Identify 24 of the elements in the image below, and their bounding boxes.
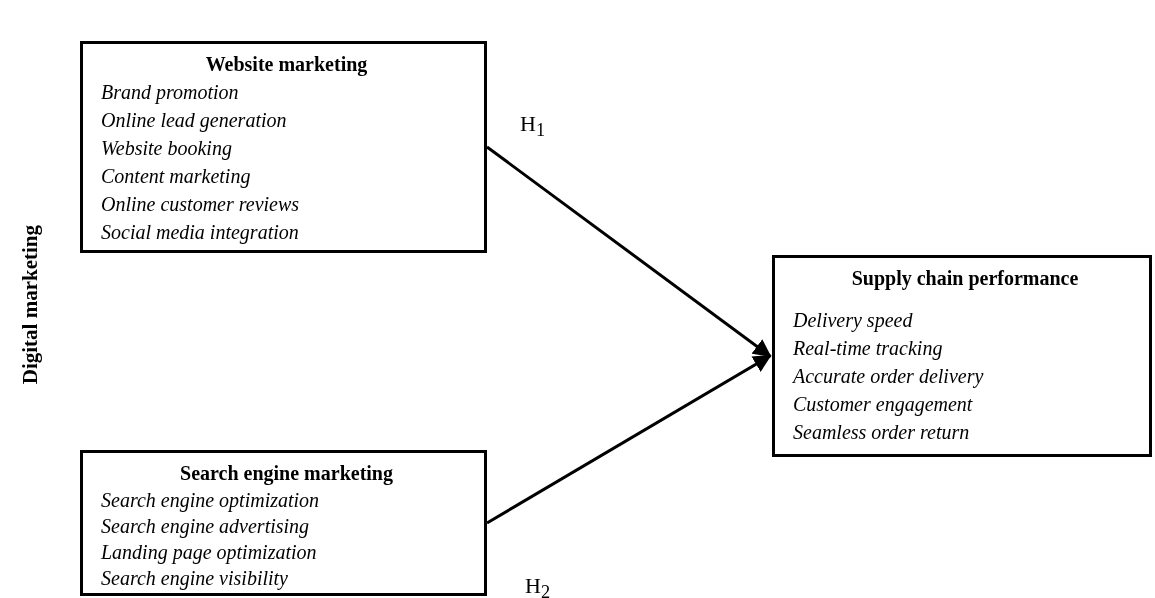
concept-box: [80, 450, 487, 596]
indicator-text: Search engine visibility: [101, 566, 288, 591]
indicator-text: Accurate order delivery: [793, 364, 984, 390]
concept-box: [772, 255, 1152, 457]
box-heading: Supply chain performance: [851, 266, 1079, 290]
indicator-text: Landing page optimization: [101, 540, 317, 565]
indicator-text: Online lead generation: [101, 108, 287, 134]
box-heading: Website marketing: [205, 52, 368, 76]
concept-box: [80, 41, 487, 253]
indicator-text: Brand promotion: [101, 80, 239, 106]
indicator-text: Seamless order return: [793, 420, 970, 445]
indicator-text: Content marketing: [101, 164, 251, 190]
arrow: [486, 354, 772, 525]
indicator-text: Delivery speed: [793, 308, 913, 334]
box-heading: Search engine marketing: [180, 461, 393, 485]
indicator-text: Website booking: [101, 136, 232, 162]
indicator-text: Real-time tracking: [793, 336, 943, 362]
indicator-text: Social media integration: [101, 220, 299, 246]
indicator-text: Customer engagement: [793, 392, 973, 418]
indicator-text: Online customer reviews: [101, 192, 300, 217]
indicator-text: Search engine advertising: [101, 514, 310, 539]
arrow: [486, 145, 772, 358]
axis-label: Digital marketing: [18, 225, 43, 385]
indicator-text: Search engine optimization: [101, 488, 320, 513]
